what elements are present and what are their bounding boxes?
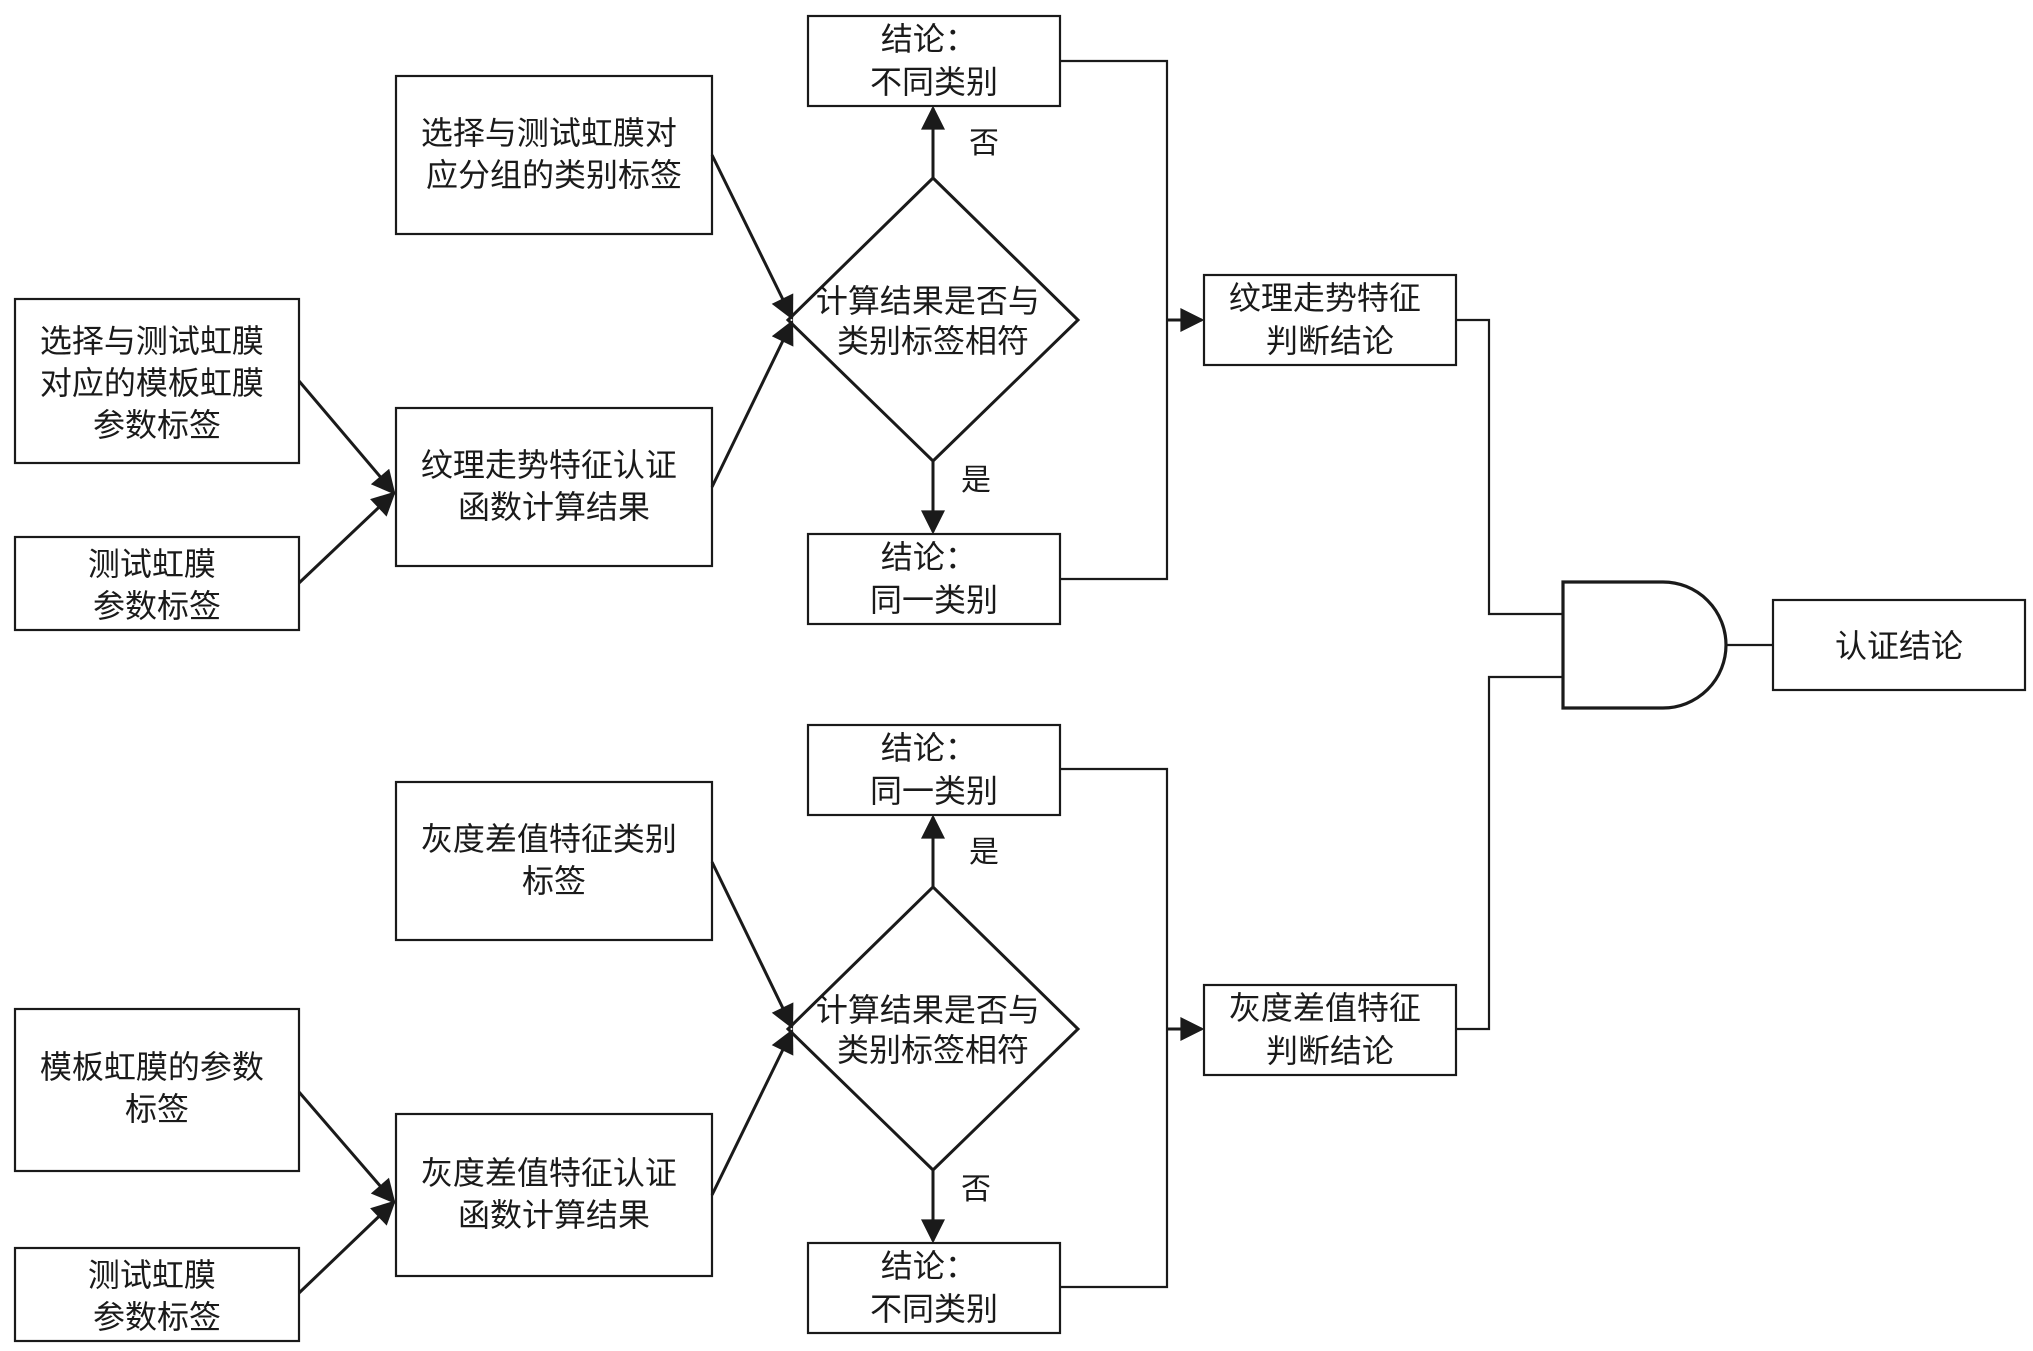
top-branch: 选择与测试虹膜对 应分组的类别标签 选择与测试虹膜 对应的模板虹膜 参数标签 测… — [13, 14, 1458, 632]
top-conclusion-yes-text: 结论： 同一类别 — [870, 538, 998, 619]
bottom-branch: 灰度差值特征类别 标签 模板虹膜的参数 标签 测试虹膜 参数标签 灰度差值特征认… — [13, 723, 1458, 1343]
arrow-bottom-test-to-auth — [297, 1200, 396, 1295]
gray-judgment-text: 灰度差值特征 判断结论 — [1229, 989, 1431, 1070]
bottom-conclusion-no-box — [806, 1241, 1062, 1335]
template-param-label-text: 选择与测试虹膜 对应的模板虹膜 参数标签 — [40, 322, 274, 444]
arrow-classlabel-to-decision — [710, 154, 794, 321]
top-test-param-label-box — [13, 535, 301, 632]
texture-auth-result-box — [394, 406, 714, 568]
bottom-template-param-label-box — [13, 1007, 301, 1173]
bottom-yes-label: 是 — [969, 835, 999, 870]
class-label-select-box — [394, 74, 714, 236]
class-label-select-text: 选择与测试虹膜对 应分组的类别标签 — [421, 114, 687, 194]
top-conclusion-no-box — [806, 14, 1062, 108]
top-conclusion-yes-box — [806, 532, 1062, 626]
bottom-decision-text: 计算结果是否与 类别标签相符 — [816, 991, 1050, 1069]
bottom-template-param-label-text: 模板虹膜的参数 标签 — [40, 1048, 274, 1128]
top-decision-text: 计算结果是否与 类别标签相符 — [816, 282, 1050, 360]
top-no-label: 否 — [969, 126, 999, 161]
gray-auth-result-box — [394, 1112, 714, 1278]
arrow-test-to-auth — [297, 491, 396, 585]
gray-class-label-text: 灰度差值特征类别 标签 — [421, 820, 687, 900]
arrow-gray-auth-to-decision — [710, 1028, 794, 1196]
texture-judgment-text: 纹理走势特征 判断结论 — [1229, 279, 1431, 360]
final-conclusion-box — [1771, 598, 2027, 692]
template-param-label-box — [13, 297, 301, 465]
top-yes-label: 是 — [961, 463, 991, 498]
bottom-conclusion-no-text: 结论： 不同类别 — [870, 1247, 998, 1328]
arrow-gray-classlabel-to-decision — [710, 861, 794, 1030]
arrow-template-to-auth — [297, 380, 396, 495]
bottom-test-param-label-box — [13, 1246, 301, 1343]
gray-class-label-box — [394, 780, 714, 942]
bottom-test-param-label-text: 测试虹膜 参数标签 — [88, 1256, 226, 1336]
gray-auth-result-text: 灰度差值特征认证 函数计算结果 — [421, 1154, 687, 1234]
texture-auth-result-text: 纹理走势特征认证 函数计算结果 — [421, 446, 687, 526]
connector-gray-to-gate — [1456, 675, 1563, 1031]
combine-section: 认证结论 — [1456, 318, 2027, 1031]
bottom-no-label: 否 — [961, 1172, 991, 1207]
connector-texture-to-gate — [1456, 318, 1563, 616]
bottom-conclusion-yes-text: 结论： 同一类别 — [870, 729, 998, 810]
top-test-param-label-text: 测试虹膜 参数标签 — [88, 545, 226, 625]
arrow-auth-to-decision — [710, 319, 794, 488]
arrow-bottom-template-to-auth — [297, 1091, 396, 1204]
final-conclusion-text: 认证结论 — [1835, 627, 1963, 665]
and-gate — [1561, 580, 1728, 710]
top-conclusion-no-text: 结论： 不同类别 — [870, 20, 998, 101]
texture-judgment-box — [1202, 273, 1458, 367]
